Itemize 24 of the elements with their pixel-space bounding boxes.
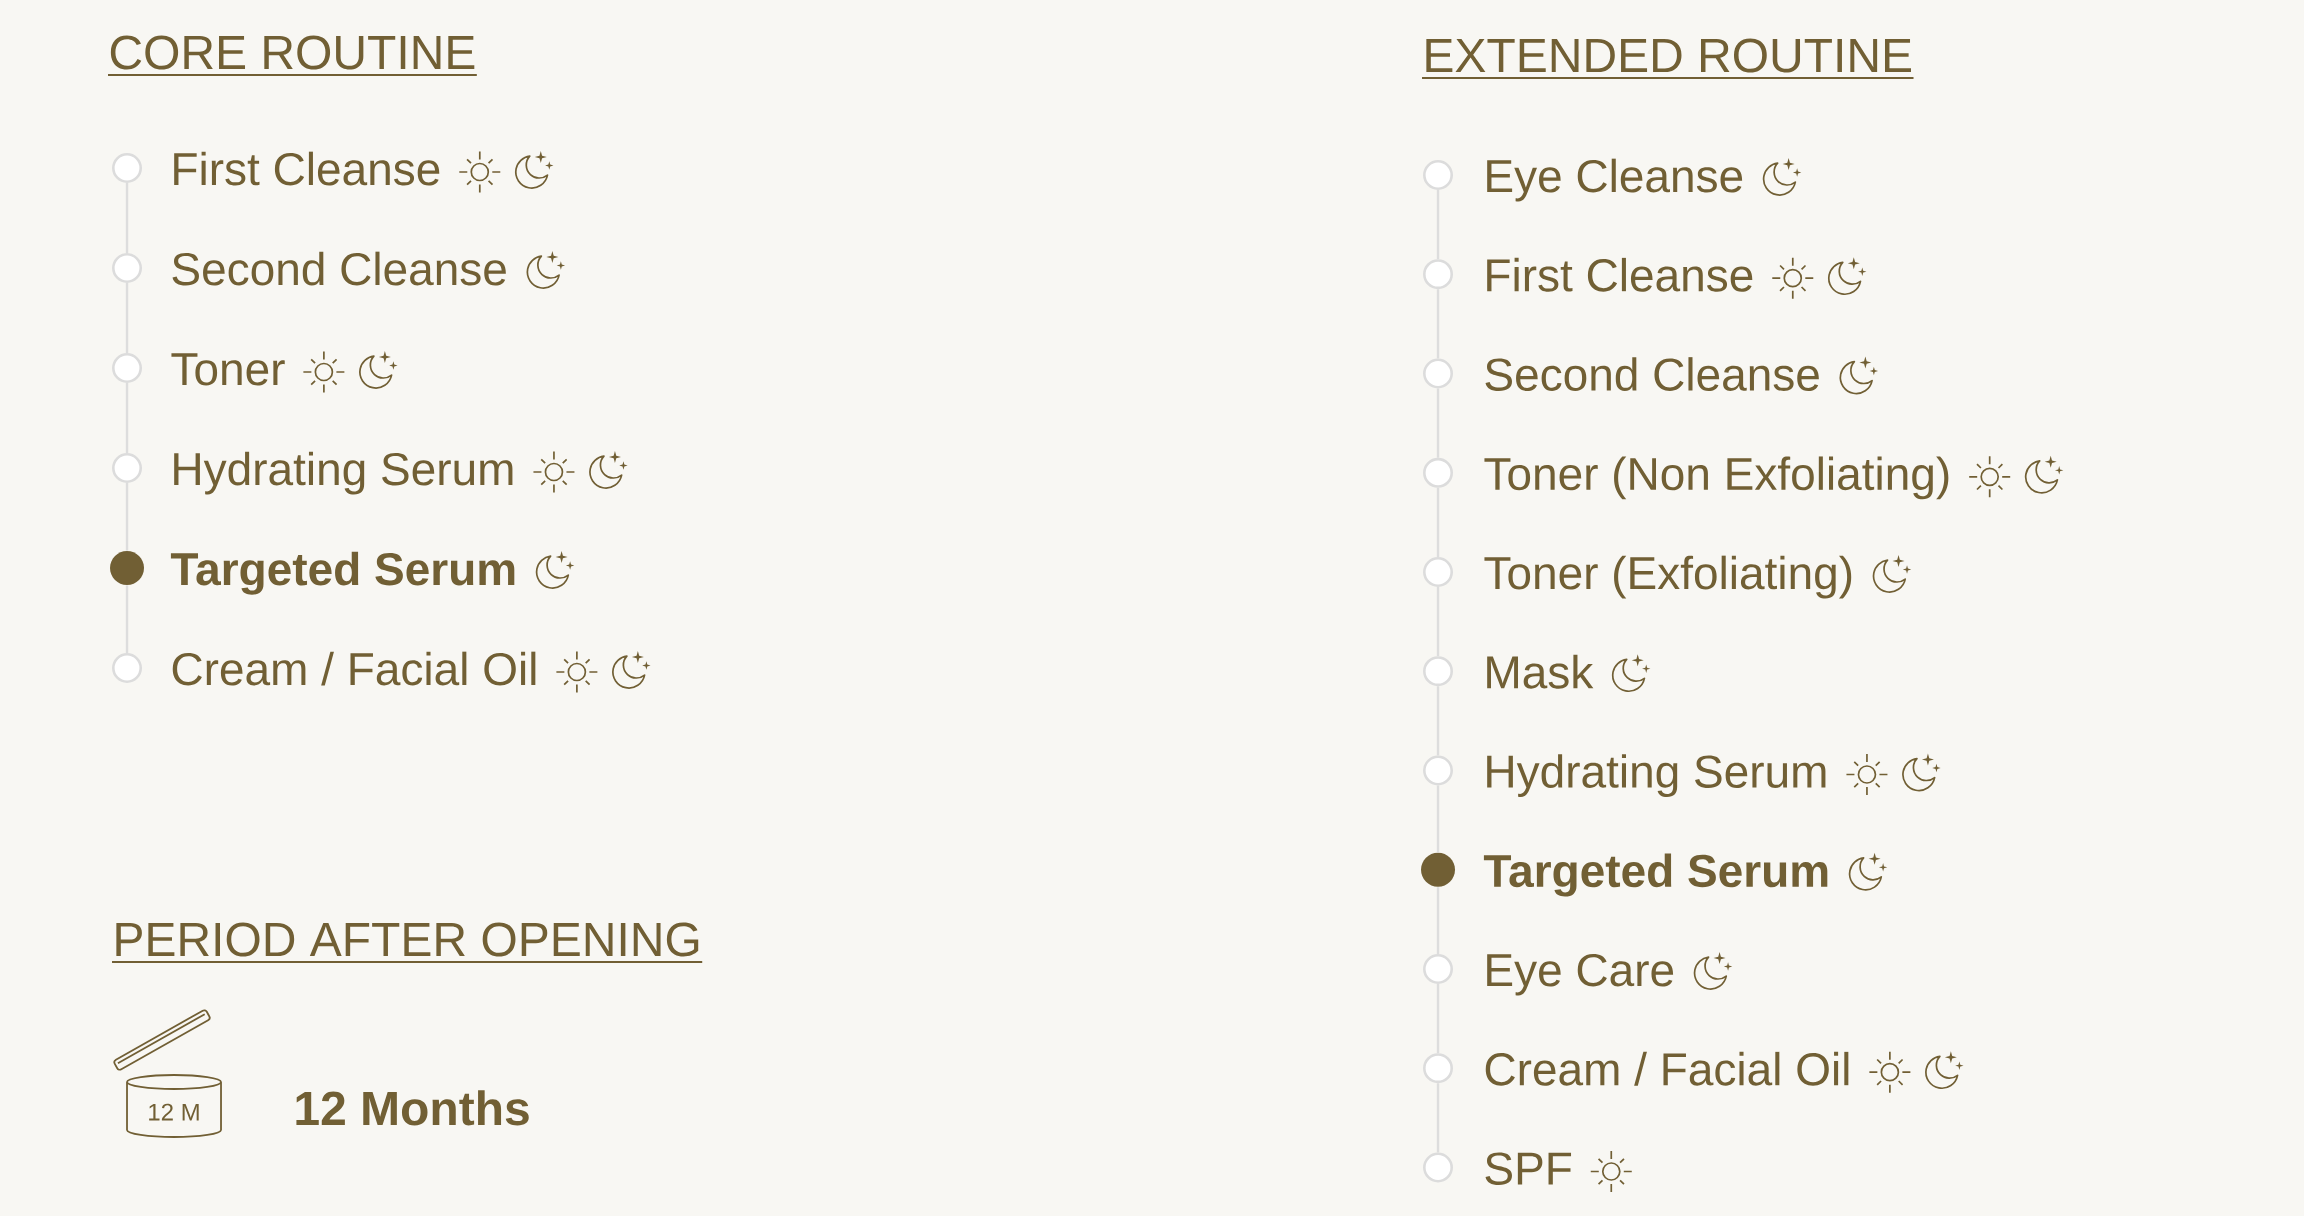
step-label: Targeted Serum (170, 551, 515, 595)
step-label: Targeted Serum (1483, 853, 1828, 897)
step-label: First Cleanse (174, 151, 440, 186)
section-heading: PERIOD AFTER OPENING (111, 922, 704, 963)
step-circle (1423, 1152, 1453, 1183)
section-heading: CORE ROUTINE (107, 35, 478, 76)
step-label: Eye Care (1487, 953, 1674, 996)
section-heading: EXTENDED ROUTINE (1421, 38, 1915, 79)
step-label: Eye Cleanse (1487, 158, 1743, 202)
step-label: First Cleanse (1487, 257, 1753, 292)
step-label: Toner (171, 353, 285, 386)
step-label: Hydrating Serum (174, 451, 513, 495)
step-label: Toner (Exfoliating) (1484, 555, 1852, 599)
step-label: Toner (Non Exfoliating) (1484, 456, 1949, 500)
step-label: SPF (1485, 1152, 1572, 1185)
duration-text: 12 Months (296, 1090, 529, 1126)
step-dot (1421, 852, 1455, 887)
step-label: Cream / Facial Oil (172, 651, 536, 686)
step-label: Second Cleanse (172, 251, 506, 286)
step-label: Mask (1487, 654, 1594, 689)
step-label: Second Cleanse (1485, 357, 1819, 391)
step-label: Cream / Facial Oil (1485, 1051, 1849, 1086)
step-dot (110, 551, 144, 585)
step-label: Hydrating Serum (1487, 754, 1826, 798)
